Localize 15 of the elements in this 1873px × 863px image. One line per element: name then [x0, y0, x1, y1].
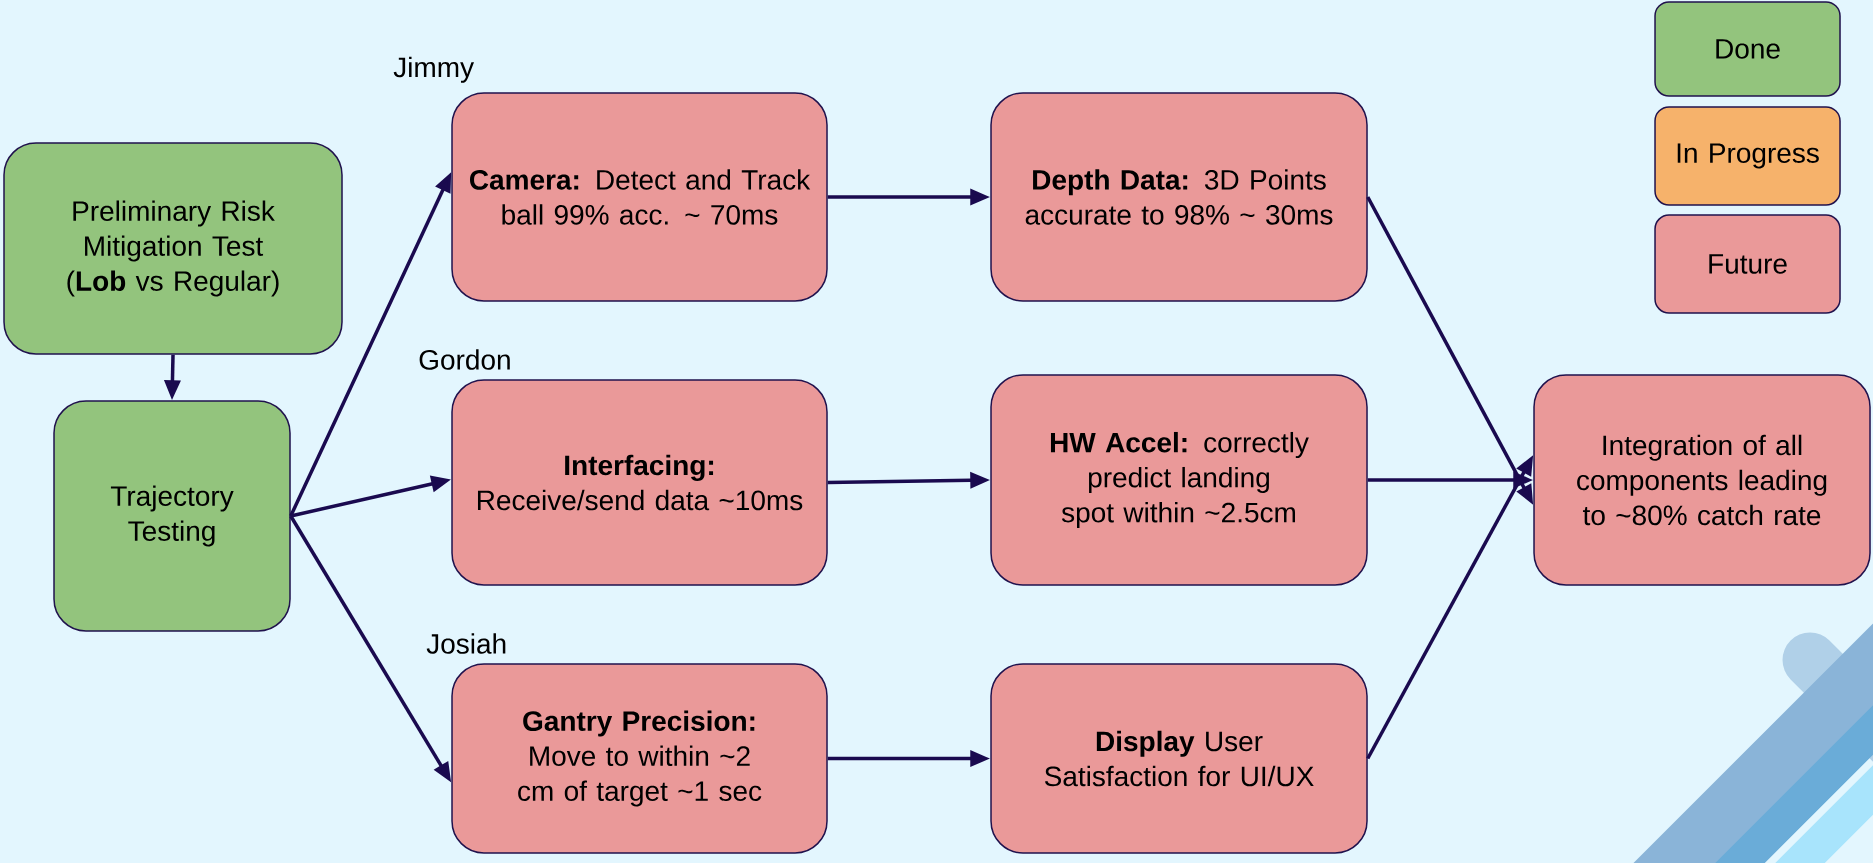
process-box: Interfacing: Receive/send data ~10ms: [451, 379, 828, 586]
person-name: Josiah: [426, 633, 506, 654]
legend-box: Done: [1654, 1, 1841, 97]
process-box: Preliminary Risk Mitigation Test (Lob vs Regular): [3, 142, 343, 355]
process-box: Integration of all components leading to ~80% catch rate: [1533, 374, 1871, 586]
process-box: Trajectory Testing: [53, 400, 291, 632]
person-name: Jimmy: [393, 56, 474, 83]
legend-box: In Progress: [1654, 106, 1841, 206]
legend-box: Future: [1654, 214, 1841, 314]
process-box: HW Accel: correctly predict landing spot within ~2.5cm: [990, 374, 1368, 586]
process-box: Gantry Precision: Move to within ~2 cm of target ~1 sec: [451, 663, 828, 854]
process-box: Camera: Detect and Track ball 99% acc. ~ 70ms: [451, 92, 828, 302]
process-box: Display User Satisfaction for UI/UX: [990, 663, 1368, 854]
process-box: Depth Data: 3D Points accurate to 98% ~ 30ms: [990, 92, 1368, 302]
person-name: Gordon: [419, 349, 510, 370]
